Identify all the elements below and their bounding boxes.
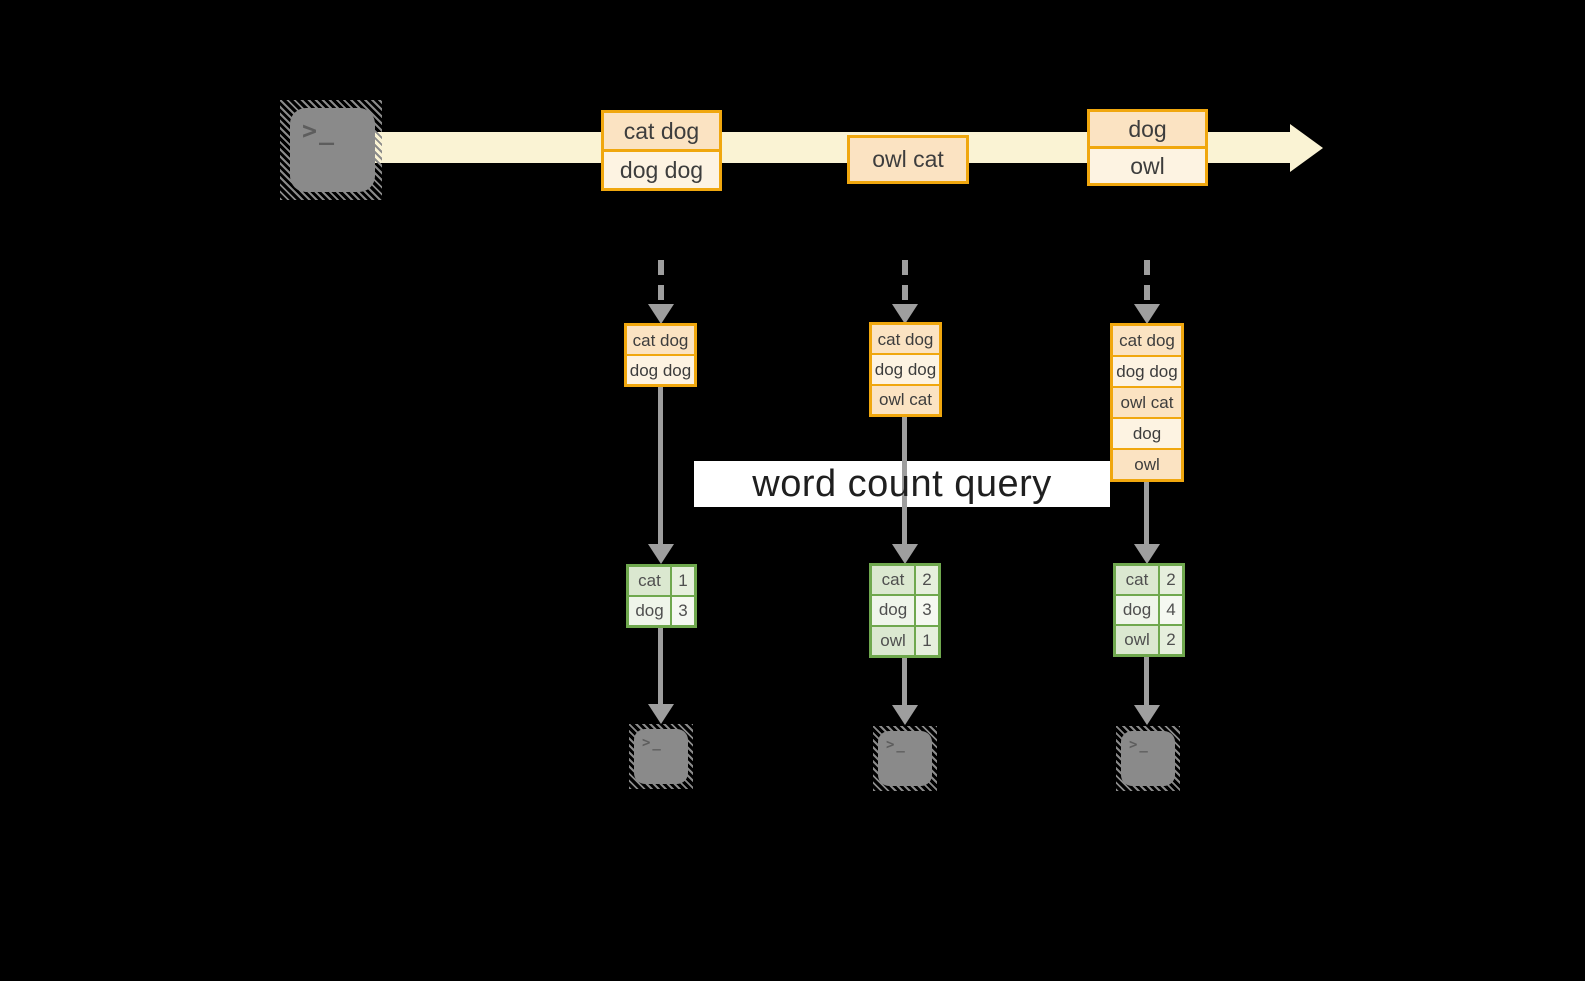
count-cell: 4 xyxy=(1158,596,1182,624)
count-cell: 1 xyxy=(670,567,694,595)
table-row: dog 4 xyxy=(1116,594,1182,624)
record-cell: dog xyxy=(1090,112,1205,146)
state-buffer-2: cat dog dog dog owl cat xyxy=(869,322,942,417)
terminal-prompt-icon: >_ xyxy=(1129,737,1150,753)
count-table-3: cat 2 dog 4 owl 2 xyxy=(1113,563,1185,657)
count-cell: 2 xyxy=(914,566,938,595)
buffer-cell: dog dog xyxy=(872,353,939,384)
terminal-prompt-icon: >_ xyxy=(642,735,663,751)
word-cell: owl xyxy=(1116,626,1158,654)
output-terminal-icon: >_ xyxy=(878,731,932,786)
word-cell: dog xyxy=(1116,596,1158,624)
count-table-2: cat 2 dog 3 owl 1 xyxy=(869,563,941,658)
output-terminal-icon: >_ xyxy=(1121,731,1175,786)
stream-record-box-1: cat dog dog dog xyxy=(601,110,722,191)
buffer-cell: owl cat xyxy=(872,383,939,414)
ingest-arrowhead-icon xyxy=(892,304,918,324)
query-arrowhead-icon xyxy=(648,544,674,564)
output-arrowhead-icon xyxy=(1134,705,1160,725)
output-arrowhead-icon xyxy=(892,705,918,725)
state-buffer-1: cat dog dog dog xyxy=(624,323,697,387)
word-cell: cat xyxy=(629,567,670,595)
ingest-arrowhead-icon xyxy=(648,304,674,324)
buffer-cell: owl xyxy=(1113,448,1181,479)
table-row: cat 2 xyxy=(1116,566,1182,594)
ingest-arrowhead-icon xyxy=(1134,304,1160,324)
table-row: owl 2 xyxy=(1116,624,1182,654)
record-cell: owl xyxy=(1090,146,1205,183)
count-table-1: cat 1 dog 3 xyxy=(626,564,697,628)
stream-record-box-3: dog owl xyxy=(1087,109,1208,186)
count-cell: 1 xyxy=(914,626,938,655)
count-cell: 2 xyxy=(1158,626,1182,654)
buffer-cell: cat dog xyxy=(627,326,694,354)
table-row: owl 1 xyxy=(872,624,938,655)
terminal-prompt-icon: >_ xyxy=(302,116,337,145)
count-cell: 3 xyxy=(670,597,694,625)
output-terminal-hatch: >_ xyxy=(1116,726,1180,791)
terminal-prompt-icon: >_ xyxy=(886,737,907,753)
output-terminal-icon: >_ xyxy=(634,729,688,784)
buffer-cell: dog dog xyxy=(627,354,694,384)
record-cell: cat dog xyxy=(604,113,719,149)
buffer-cell: dog xyxy=(1113,417,1181,448)
source-terminal-icon: >_ xyxy=(290,108,375,192)
source-terminal-hatch: >_ xyxy=(280,100,382,200)
buffer-cell: cat dog xyxy=(1113,326,1181,355)
query-arrow-line xyxy=(902,417,907,544)
output-arrow-line xyxy=(902,658,907,707)
output-arrow-line xyxy=(658,628,663,706)
table-row: dog 3 xyxy=(872,594,938,625)
query-arrowhead-icon xyxy=(892,544,918,564)
query-arrow-line xyxy=(658,387,663,544)
stream-record-box-2: owl cat xyxy=(847,135,969,184)
record-cell: dog dog xyxy=(604,149,719,188)
word-cell: cat xyxy=(1116,566,1158,594)
query-label: word count query xyxy=(752,462,1052,505)
state-buffer-3: cat dog dog dog owl cat dog owl xyxy=(1110,323,1184,482)
output-terminal-hatch: >_ xyxy=(629,724,693,789)
ingest-arrow-line xyxy=(658,260,664,306)
word-cell: owl xyxy=(872,626,914,655)
query-arrow-line xyxy=(1144,482,1149,544)
ingest-arrow-line xyxy=(1144,260,1150,306)
table-row: dog 3 xyxy=(629,595,694,625)
word-cell: dog xyxy=(872,596,914,625)
output-terminal-hatch: >_ xyxy=(873,726,937,791)
ingest-arrow-line xyxy=(902,260,908,306)
query-label-band: word count query xyxy=(694,461,1110,507)
buffer-cell: dog dog xyxy=(1113,355,1181,386)
record-cell: owl cat xyxy=(850,138,966,181)
stream-arrowhead-icon xyxy=(1290,124,1323,172)
buffer-cell: owl cat xyxy=(1113,386,1181,417)
table-row: cat 1 xyxy=(629,567,694,595)
count-cell: 3 xyxy=(914,596,938,625)
table-row: cat 2 xyxy=(872,566,938,595)
buffer-cell: cat dog xyxy=(872,325,939,354)
query-arrowhead-icon xyxy=(1134,544,1160,564)
output-arrow-line xyxy=(1144,657,1149,707)
word-cell: dog xyxy=(629,597,670,625)
word-cell: cat xyxy=(872,566,914,595)
output-arrowhead-icon xyxy=(648,704,674,724)
count-cell: 2 xyxy=(1158,566,1182,594)
